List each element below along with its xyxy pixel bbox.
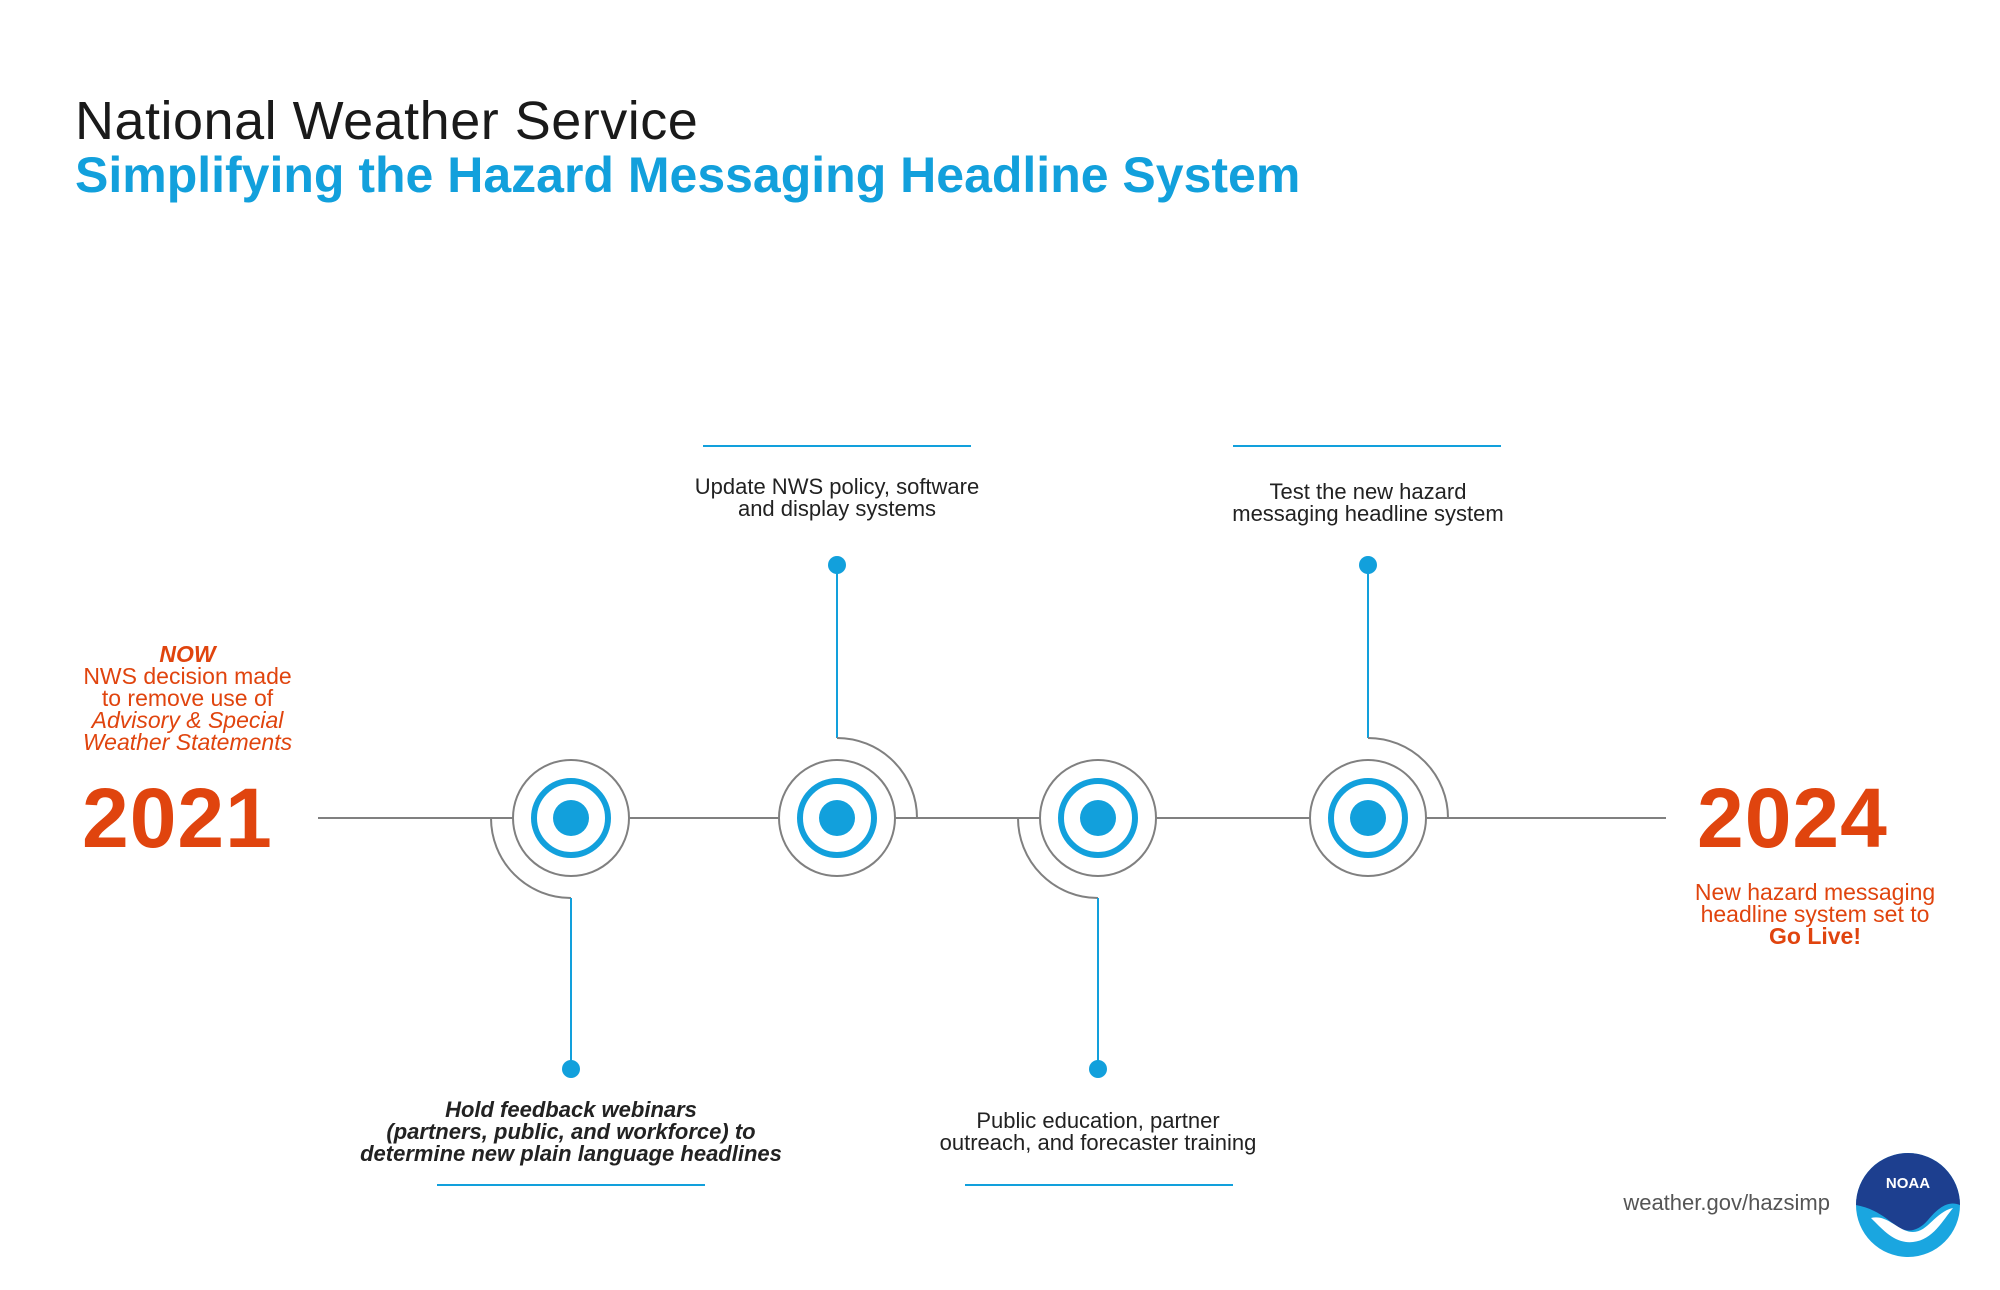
- noaa-logo-icon: NOAA: [1856, 1153, 1960, 1257]
- page-subtitle: Simplifying the Hazard Messaging Headlin…: [75, 147, 1301, 203]
- step-4-label: Test the new hazard messaging headline s…: [1193, 481, 1543, 525]
- step-label-line: Public education, partner: [976, 1108, 1220, 1133]
- step-2-label: Update NWS policy, software and display …: [662, 476, 1012, 520]
- website-link[interactable]: weather.gov/hazsimp: [1623, 1190, 1830, 1215]
- step-label-line: Update NWS policy, software: [694, 474, 980, 499]
- step-1-label: Hold feedback webinars (partners, public…: [311, 1099, 831, 1165]
- start-note-line: NWS decision made: [83, 663, 292, 689]
- timeline-node-1: [437, 759, 705, 1186]
- noaa-logo-text: NOAA: [1886, 1175, 1930, 1192]
- step-label-line: outreach, and forecaster training: [939, 1130, 1257, 1155]
- end-note-line: headline system set to: [1700, 901, 1930, 927]
- step-3-label: Public education, partner outreach, and …: [908, 1110, 1288, 1154]
- end-year: 2024: [1697, 771, 1888, 865]
- step-label-line: and display systems: [737, 496, 937, 521]
- end-note-line: New hazard messaging: [1694, 879, 1936, 905]
- end-note-golive: Go Live!: [1768, 923, 1861, 949]
- timeline-node-3: [965, 759, 1233, 1186]
- step-label-line: (partners, public, and workforce) to: [386, 1119, 756, 1144]
- start-note-line: Weather Statements: [82, 729, 293, 755]
- step-label-line: messaging headline system: [1232, 501, 1504, 526]
- start-note-line: to remove use of: [101, 685, 274, 711]
- start-year: 2021: [82, 771, 273, 865]
- page-title: National Weather Service: [75, 91, 699, 151]
- start-note-now: NOW: [159, 641, 216, 667]
- step-label-line: Hold feedback webinars: [445, 1097, 697, 1122]
- start-note: NOW NWS decision made to remove use of A…: [40, 641, 335, 755]
- timeline-node-2: [703, 445, 971, 877]
- timeline-node-4: [1233, 445, 1501, 877]
- step-label-line: determine new plain language headlines: [360, 1141, 782, 1166]
- end-note: New hazard messaging headline system set…: [1670, 879, 1960, 949]
- step-label-line: Test the new hazard: [1269, 479, 1467, 504]
- start-note-line: Advisory & Special: [91, 707, 284, 733]
